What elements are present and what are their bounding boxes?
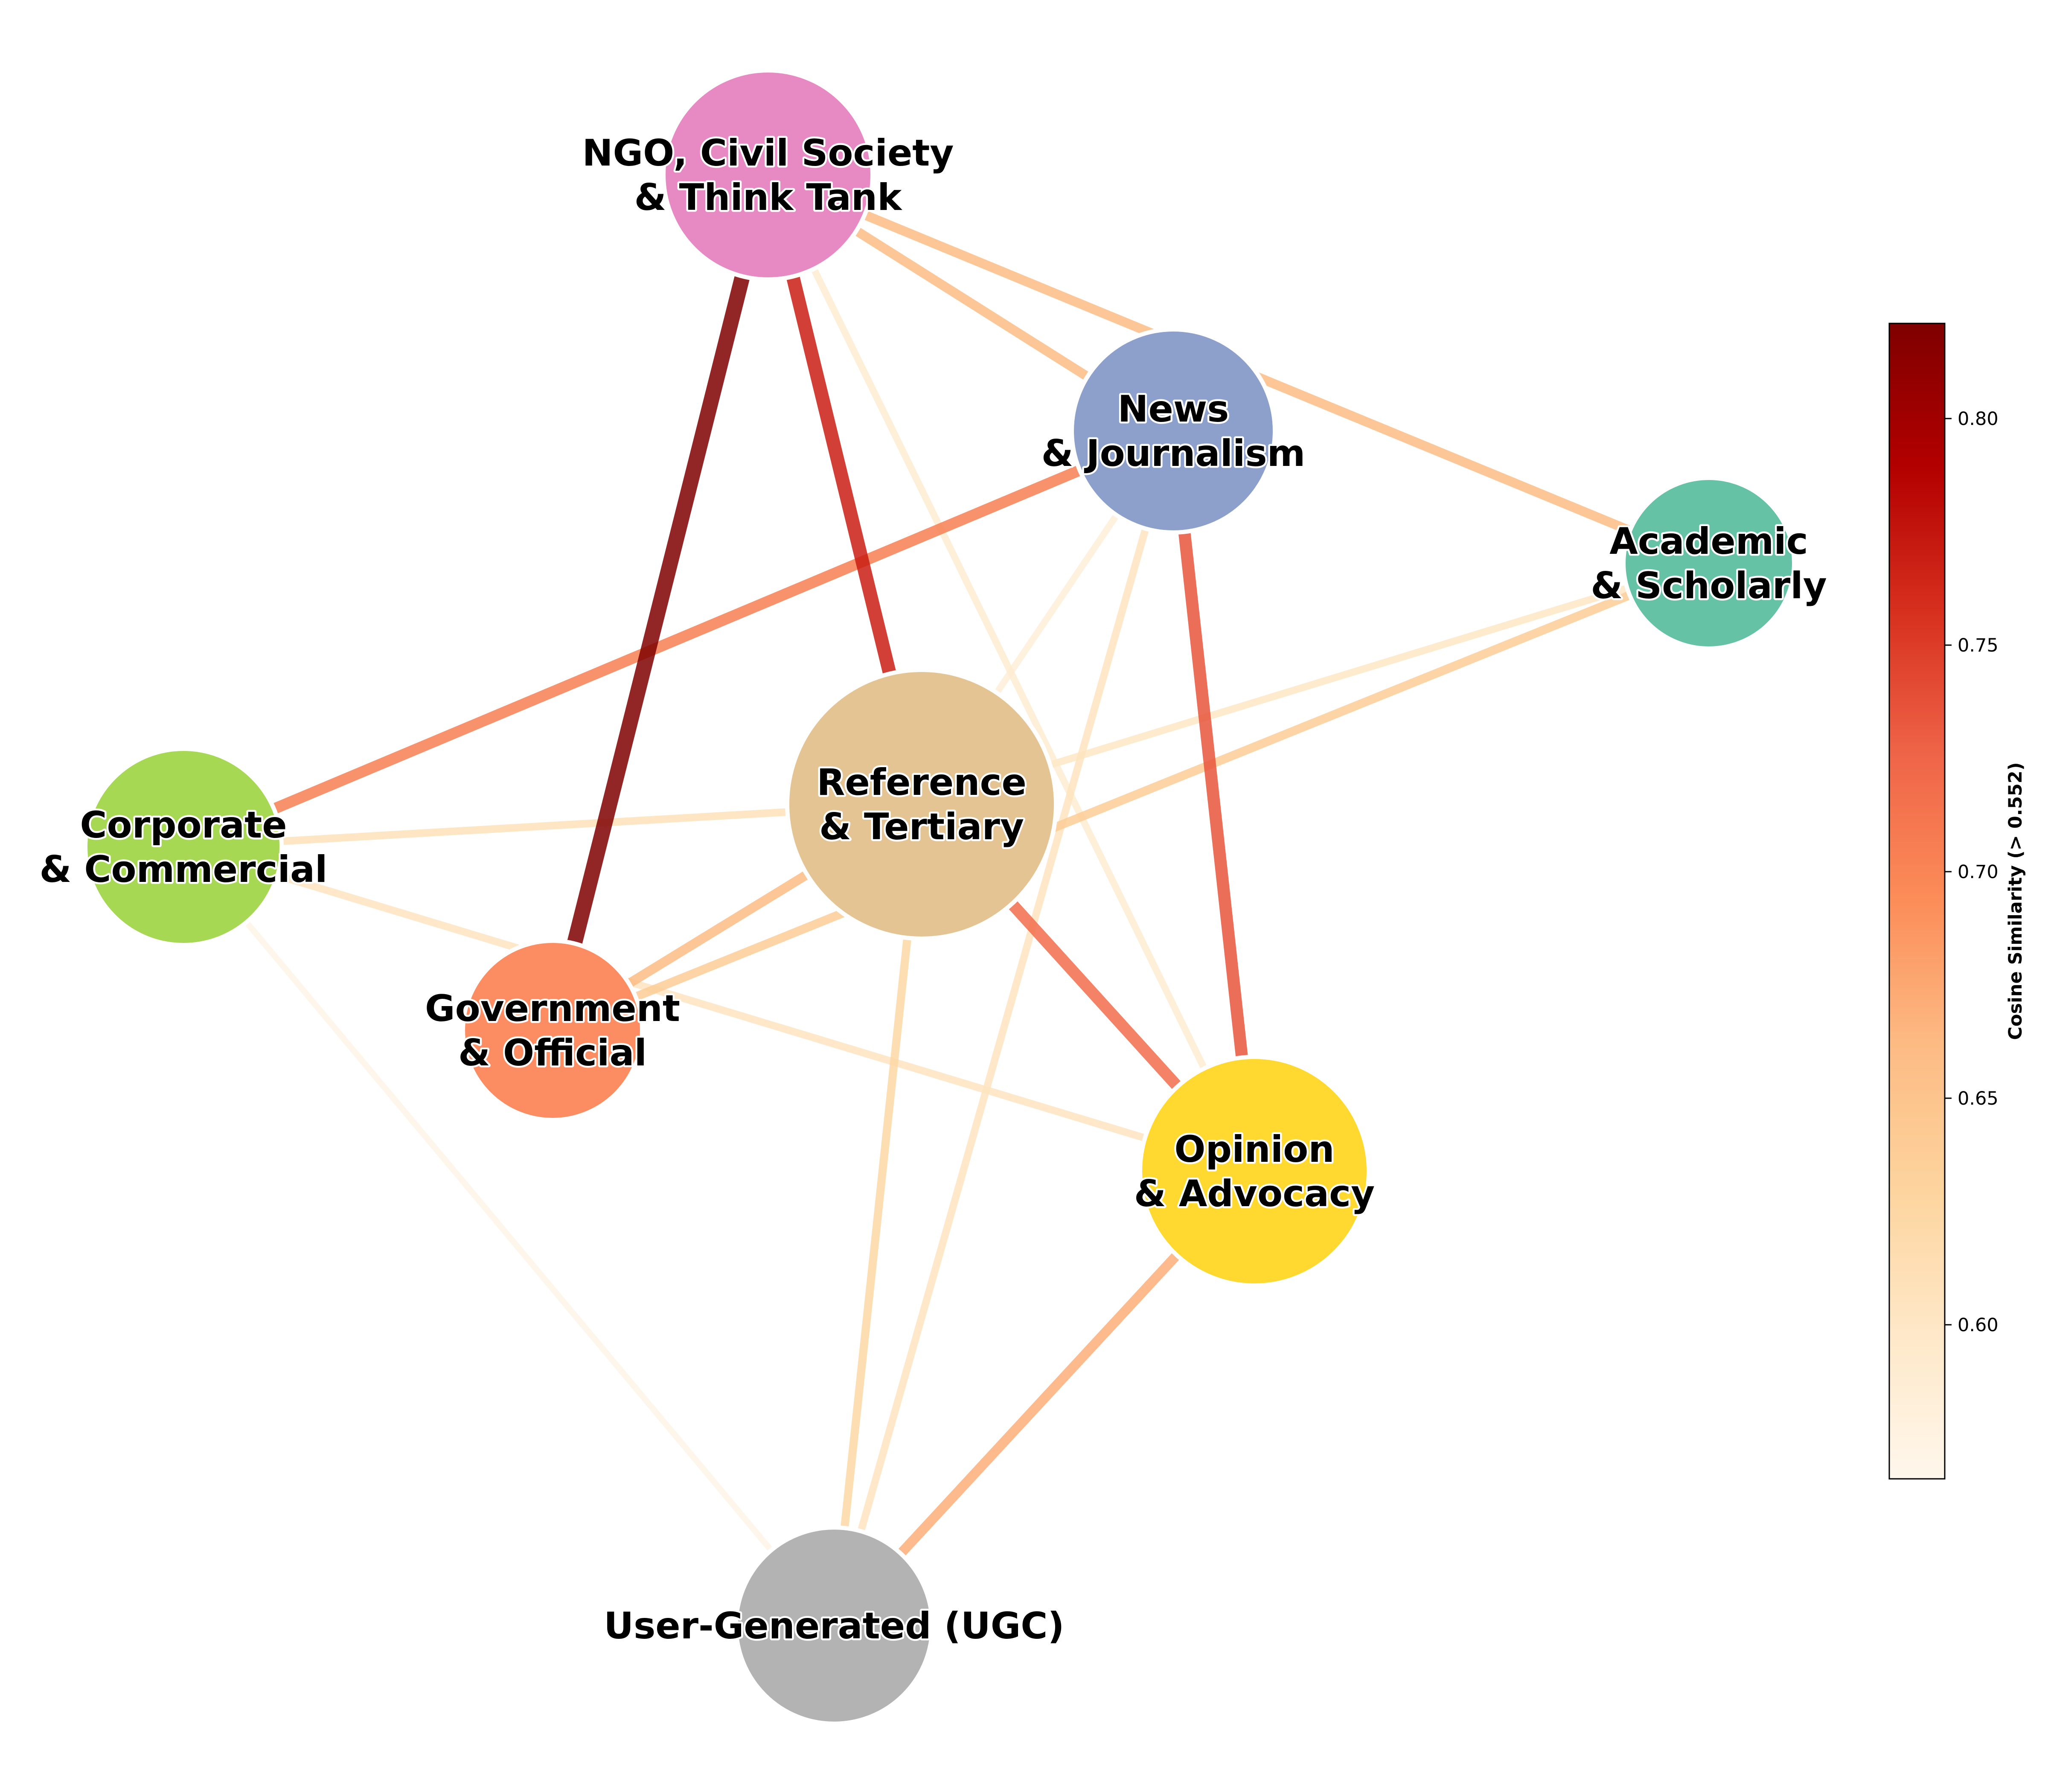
node-label-ugc: User-Generated (UGC) xyxy=(604,1605,1064,1647)
node-label-academic: Academic xyxy=(1609,520,1808,563)
edge-reference-ugc xyxy=(830,803,926,1626)
node-label-news: & Journalism xyxy=(1041,432,1306,475)
node-label-academic: & Scholarly xyxy=(1591,564,1827,607)
colorbar-tick-label: 0.70 xyxy=(1958,861,1999,883)
node-label-opinion: Opinion xyxy=(1174,1128,1334,1171)
node-reference xyxy=(785,668,1058,941)
node-news xyxy=(1070,327,1277,535)
edge-news-ugc xyxy=(830,430,1177,1627)
node-ugc xyxy=(734,1525,934,1726)
node-label-government: & Official xyxy=(458,1032,647,1074)
node-corporate xyxy=(83,747,284,947)
node-label-reference: & Tertiary xyxy=(819,806,1024,848)
node-label-government: Government xyxy=(425,987,680,1030)
edge-ngo-opinion xyxy=(765,173,1258,1173)
node-ngo xyxy=(661,68,875,282)
node-opinion xyxy=(1138,1055,1371,1288)
colorbar-tick-label: 0.65 xyxy=(1958,1088,1999,1109)
nodes-layer xyxy=(83,68,1796,1726)
colorbar-tick-label: 0.80 xyxy=(1958,408,1999,430)
colorbar-title: Cosine Similarity (> 0.552) xyxy=(2005,762,2026,1040)
colorbar-tick-label: 0.75 xyxy=(1958,635,1999,656)
node-label-ngo: NGO, Civil Society xyxy=(582,132,954,175)
edge-corporate-ugc xyxy=(181,845,837,1628)
node-government xyxy=(461,939,644,1122)
edge-academic-government xyxy=(551,559,1711,1035)
colorbar-gradient xyxy=(1888,323,1946,1480)
node-label-news: News xyxy=(1118,388,1229,431)
edge-news-opinion xyxy=(1167,430,1261,1172)
colorbar-tick-label: 0.60 xyxy=(1958,1315,1999,1336)
node-label-opinion: & Advocacy xyxy=(1134,1172,1375,1215)
node-label-reference: Reference xyxy=(817,761,1027,804)
edge-academic-reference xyxy=(920,559,1710,808)
edge-news-corporate xyxy=(181,426,1176,852)
node-academic xyxy=(1621,476,1796,651)
node-label-ngo: & Think Tank xyxy=(634,176,902,219)
edge-ngo-government xyxy=(545,173,776,1033)
node-label-corporate: & Commercial xyxy=(39,848,327,891)
edge-corporate-opinion xyxy=(182,843,1256,1175)
node-label-corporate: Corporate xyxy=(80,804,287,847)
